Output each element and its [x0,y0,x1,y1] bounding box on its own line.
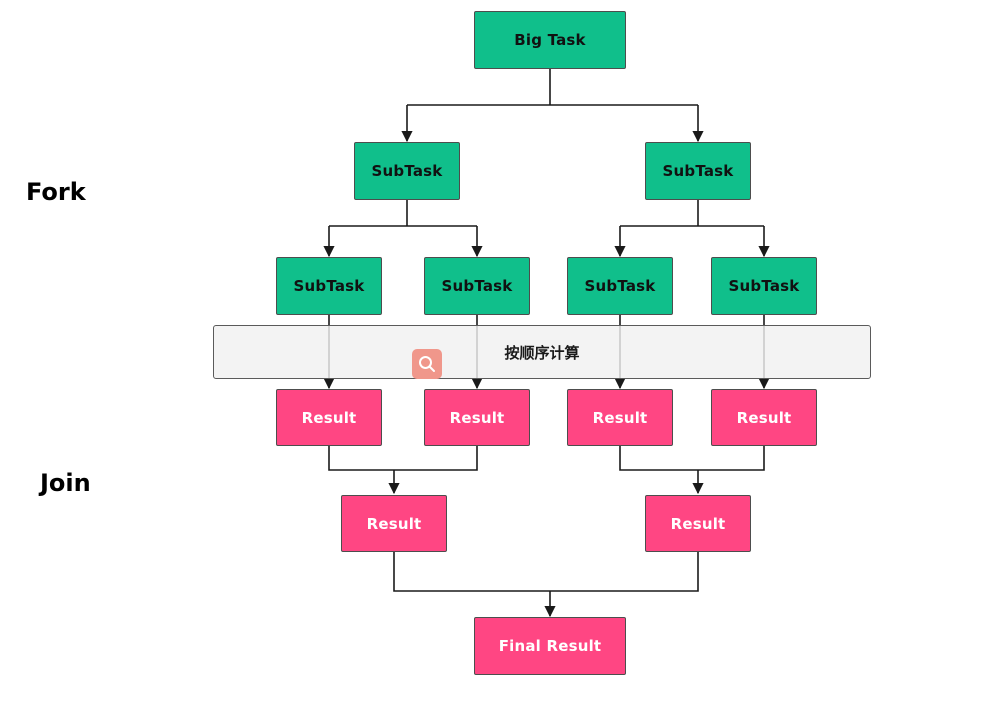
search-icon [412,349,442,379]
result-node-4: Result [711,389,817,446]
result-node-join-left: Result [341,495,447,552]
result-node-3: Result [567,389,673,446]
final-result-node: Final Result [474,617,626,675]
result-node-2: Result [424,389,530,446]
connector-subtask-l1-right-split [620,200,764,227]
band-label: 按顺序计算 [504,344,580,362]
subtask-node-l2-4: SubTask [711,257,817,315]
subtask-node-l1-left: SubTask [354,142,460,200]
connector-join-final [393,552,699,616]
subtask-node-l2-2: SubTask [424,257,530,315]
connector-bigtask-split [407,69,698,106]
big-task-node: Big Task [474,11,626,69]
subtask-node-l2-1: SubTask [276,257,382,315]
result-node-1: Result [276,389,382,446]
connector-join-left [328,446,478,493]
subtask-node-l1-right: SubTask [645,142,751,200]
subtask-node-l2-3: SubTask [567,257,673,315]
sequential-compute-band: 按顺序计算 [213,325,871,379]
connector-subtask-l1-left-split [329,200,477,227]
fork-label: Fork [26,178,86,206]
connector-join-right [619,446,765,493]
join-label: Join [40,469,91,497]
result-node-join-right: Result [645,495,751,552]
